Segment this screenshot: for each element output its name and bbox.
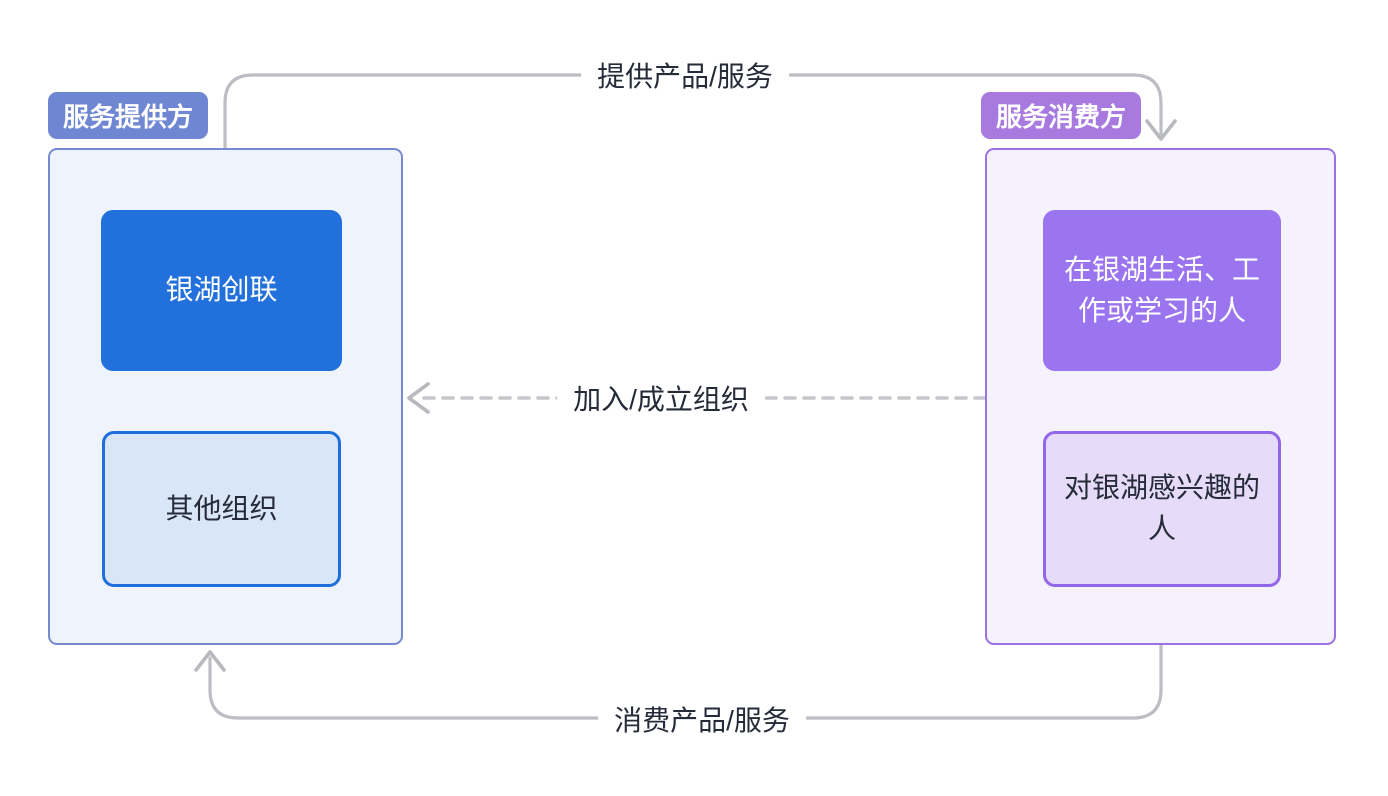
edge-consume-label: 消费产品/服务 <box>598 696 806 742</box>
arrowhead-left-icon <box>407 382 430 414</box>
consumer-badge: 服务消费方 <box>981 92 1142 139</box>
consumer-container: 在银湖生活、工 作或学习的人 对银湖感兴趣的 人 <box>985 148 1336 645</box>
provider-container: 银湖创联 其他组织 <box>48 148 403 645</box>
node-people-in-yinhu: 在银湖生活、工 作或学习的人 <box>1043 210 1281 371</box>
arrowhead-down-icon <box>1145 119 1177 141</box>
node-people-interested-in-yinhu: 对银湖感兴趣的 人 <box>1043 431 1281 587</box>
node-other-organizations: 其他组织 <box>102 431 341 587</box>
arrowhead-up-icon <box>194 650 226 672</box>
node-yinhu-chuanglian: 银湖创联 <box>101 210 342 371</box>
provider-badge: 服务提供方 <box>48 92 209 139</box>
edge-join-label: 加入/成立组织 <box>557 375 765 421</box>
edge-provide-label: 提供产品/服务 <box>581 52 789 98</box>
